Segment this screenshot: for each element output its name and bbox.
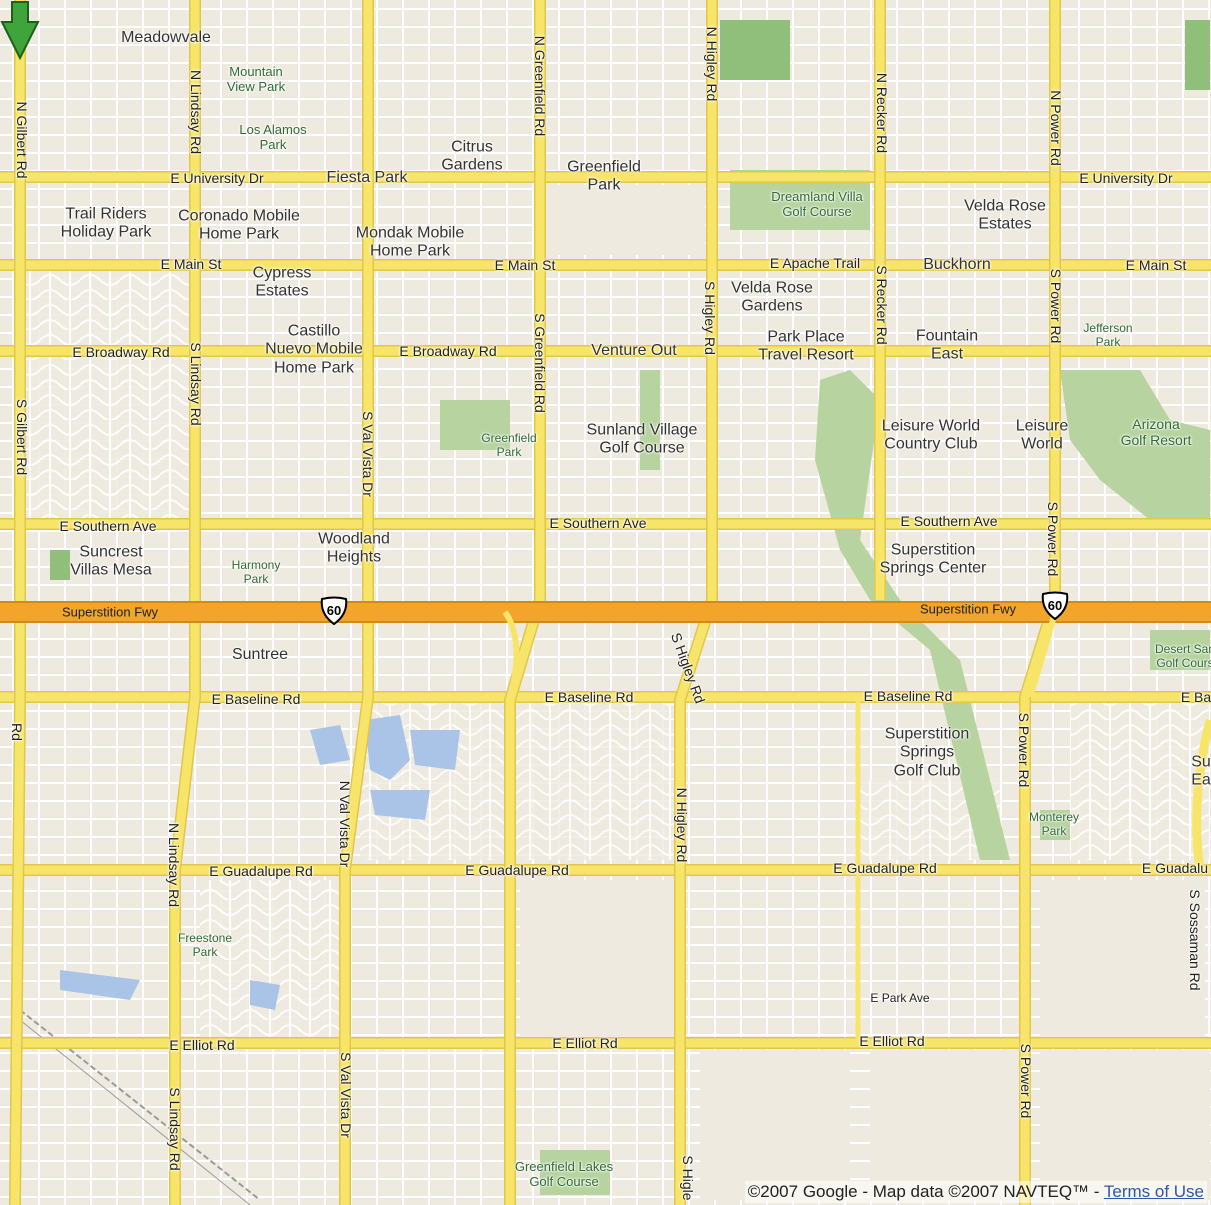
place-label-fiesta-park: Fiesta Park [326, 168, 408, 186]
park-label-desert-sands-golf-course: Desert San Golf Cours [1154, 642, 1211, 670]
road-label-e-baseline-rd: E Baseline Rd [544, 688, 634, 705]
road-label-e-guadalupe-rd: E Guadalupe Rd [209, 862, 313, 879]
road-label-s-sossaman-rd: S Sossaman Rd [1187, 889, 1204, 991]
road-label-e-main-st: E Main St [1125, 256, 1187, 273]
road-label-e-university-dr: E University Dr [1079, 169, 1173, 186]
us-60-shield-icon: 60 [319, 596, 349, 626]
place-label-venture-out: Venture Out [591, 341, 677, 359]
park-label-mountain-view-park: Mountain View Park [226, 64, 286, 94]
road-label-n-greenfield-rd: N Greenfield Rd [532, 35, 549, 137]
road-label-e-main-st: E Main St [160, 255, 222, 272]
place-label-suncrest-villas-mesa: Suncrest Villas Mesa [70, 543, 152, 579]
place-label-meadowvale: Meadowvale [121, 28, 211, 46]
park-label-freestone-park: Freestone Park [177, 931, 233, 959]
place-label-buckhorn: Buckhorn [923, 255, 991, 273]
road-label-e-broadway-rd: E Broadway Rd [399, 342, 497, 359]
place-label-fountain-east: Fountain East [915, 327, 979, 363]
road-label-s-recker-rd: S Recker Rd [874, 265, 891, 345]
place-label-superstition-springs-center: Superstition Springs Center [879, 541, 987, 577]
road-label-e-elliot-rd: E Elliot Rd [859, 1032, 925, 1049]
place-label-cypress-estates: Cypress Estates [252, 264, 312, 300]
park-label-greenfield-lakes-golf-course: Greenfield Lakes Golf Course [514, 1159, 614, 1189]
road-label-n-higley-rd: N Higley Rd [674, 787, 691, 863]
terms-of-use-link[interactable]: Terms of Use [1103, 1182, 1204, 1201]
place-label-castillo-nuevo-mobile-home-park: Castillo Nuevo Mobile Home Park [265, 322, 363, 377]
road-label-e-university-dr: E University Dr [170, 169, 264, 186]
road-label-s-power-rd: S Power Rd [1016, 712, 1033, 788]
place-label-coronado-mobile-home-park: Coronado Mobile Home Park [178, 207, 300, 243]
road-label-s-lindsay-rd: S Lindsay Rd [188, 342, 205, 426]
road-label-s-greenfield-rd: S Greenfield Rd [532, 313, 549, 413]
road-label-e-broadway-rd: E Broadway Rd [72, 343, 170, 360]
road-label-n-recker-rd: N Recker Rd [874, 72, 891, 154]
road-label-e-southern-ave: E Southern Ave [549, 514, 647, 531]
place-label-cut-east: Su Ea [1191, 753, 1211, 789]
place-label-sunland-village-golf-course: Sunland Village Golf Course [586, 421, 698, 457]
road-label-e-elliot-rd: E Elliot Rd [552, 1034, 618, 1051]
place-label-woodland-heights: Woodland Heights [318, 530, 390, 566]
road-label-e-baseline-rd-cut: E Ba [1180, 688, 1211, 705]
road-label-e-baseline-rd: E Baseline Rd [863, 687, 953, 704]
place-label-park-place-travel-resort: Park Place Travel Resort [758, 328, 854, 364]
road-label-e-elliot-rd: E Elliot Rd [169, 1036, 235, 1053]
place-label-trail-riders-holiday-park: Trail Riders Holiday Park [60, 205, 152, 241]
road-label-e-main-st: E Main St [494, 256, 556, 273]
park-label-greenfield-park: Greenfield Park [481, 431, 537, 459]
place-label-mondak-mobile-home-park: Mondak Mobile Home Park [355, 224, 465, 260]
road-label-e-guadalupe-rd: E Guadalupe Rd [833, 859, 937, 876]
us-60-shield-icon: 60 [1040, 591, 1070, 621]
road-label-s-gilbert-rd: S Gilbert Rd [14, 398, 31, 476]
park-label-harmony-park: Harmony Park [231, 558, 281, 586]
copyright-text: ©2007 Google - Map data ©2007 NAVTEQ™ - [747, 1182, 1104, 1201]
green-arrow-marker-icon[interactable] [0, 0, 40, 60]
road-label-superstition-fwy: Superstition Fwy [61, 604, 159, 620]
road-label-n-power-rd: N Power Rd [1048, 90, 1065, 166]
park-label-dreamland-villa-golf-course: Dreamland Villa Golf Course [771, 189, 863, 219]
road-label-n-lindsay-rd: N Lindsay Rd [188, 69, 205, 155]
road-label-n-gilbert-rd: N Gilbert Rd [14, 101, 31, 179]
place-label-velda-rose-estates: Velda Rose Estates [964, 197, 1046, 233]
road-label-e-southern-ave: E Southern Ave [900, 512, 998, 529]
place-label-greenfield-park: Greenfield Park [567, 158, 641, 194]
place-label-citrus-gardens: Citrus Gardens [441, 138, 503, 174]
road-label-s-higley-rd-cut: S Higle [680, 1155, 697, 1201]
road-label-s-power-rd: S Power Rd [1045, 501, 1062, 577]
road-label-e-guadalupe-rd-cut: E Guadalu [1141, 859, 1209, 876]
park-label-jefferson-park: Jefferson Park [1083, 321, 1133, 349]
road-label-e-southern-ave: E Southern Ave [59, 517, 157, 534]
park-label-los-alamos-park: Los Alamos Park [239, 122, 307, 152]
road-label-rd: Rd [9, 723, 26, 741]
road-label-s-power-rd: S Power Rd [1048, 268, 1065, 344]
road-label-s-val-vista-dr: S Val Vista Dr [338, 1052, 355, 1138]
road-label-n-val-vista-dr: N Val Vista Dr [337, 780, 354, 868]
place-label-velda-rose-gardens: Velda Rose Gardens [731, 279, 813, 315]
place-label-leisure-world-country-club: Leisure World Country Club [881, 417, 981, 453]
park-label-monterey-park: Monterey Park [1028, 810, 1080, 838]
copyright-notice: ©2007 Google - Map data ©2007 NAVTEQ™ - … [744, 1181, 1207, 1203]
park-label-arizona-golf-resort: Arizona Golf Resort [1120, 415, 1192, 448]
road-label-n-higley-rd: N Higley Rd [704, 26, 721, 102]
road-label-s-higley-rd: S Higley Rd [702, 281, 719, 355]
road-label-s-lindsay-rd: S Lindsay Rd [167, 1087, 184, 1171]
road-label-e-baseline-rd: E Baseline Rd [211, 690, 301, 707]
place-label-suntree: Suntree [231, 645, 289, 663]
place-label-leisure-world: Leisure World [1015, 417, 1069, 453]
road-label-s-val-vista-dr: S Val Vista Dr [360, 411, 377, 497]
road-label-superstition-fwy: Superstition Fwy [919, 601, 1017, 617]
place-label-superstition-springs-golf-club: Superstition Springs Golf Club [884, 725, 970, 780]
road-label-s-power-rd: S Power Rd [1018, 1043, 1035, 1119]
road-label-e-park-ave: E Park Ave [870, 991, 930, 1006]
road-label-n-lindsay-rd: N Lindsay Rd [166, 822, 183, 908]
road-label-e-apache-trail: E Apache Trail [769, 254, 861, 271]
road-label-e-guadalupe-rd: E Guadalupe Rd [465, 861, 569, 878]
